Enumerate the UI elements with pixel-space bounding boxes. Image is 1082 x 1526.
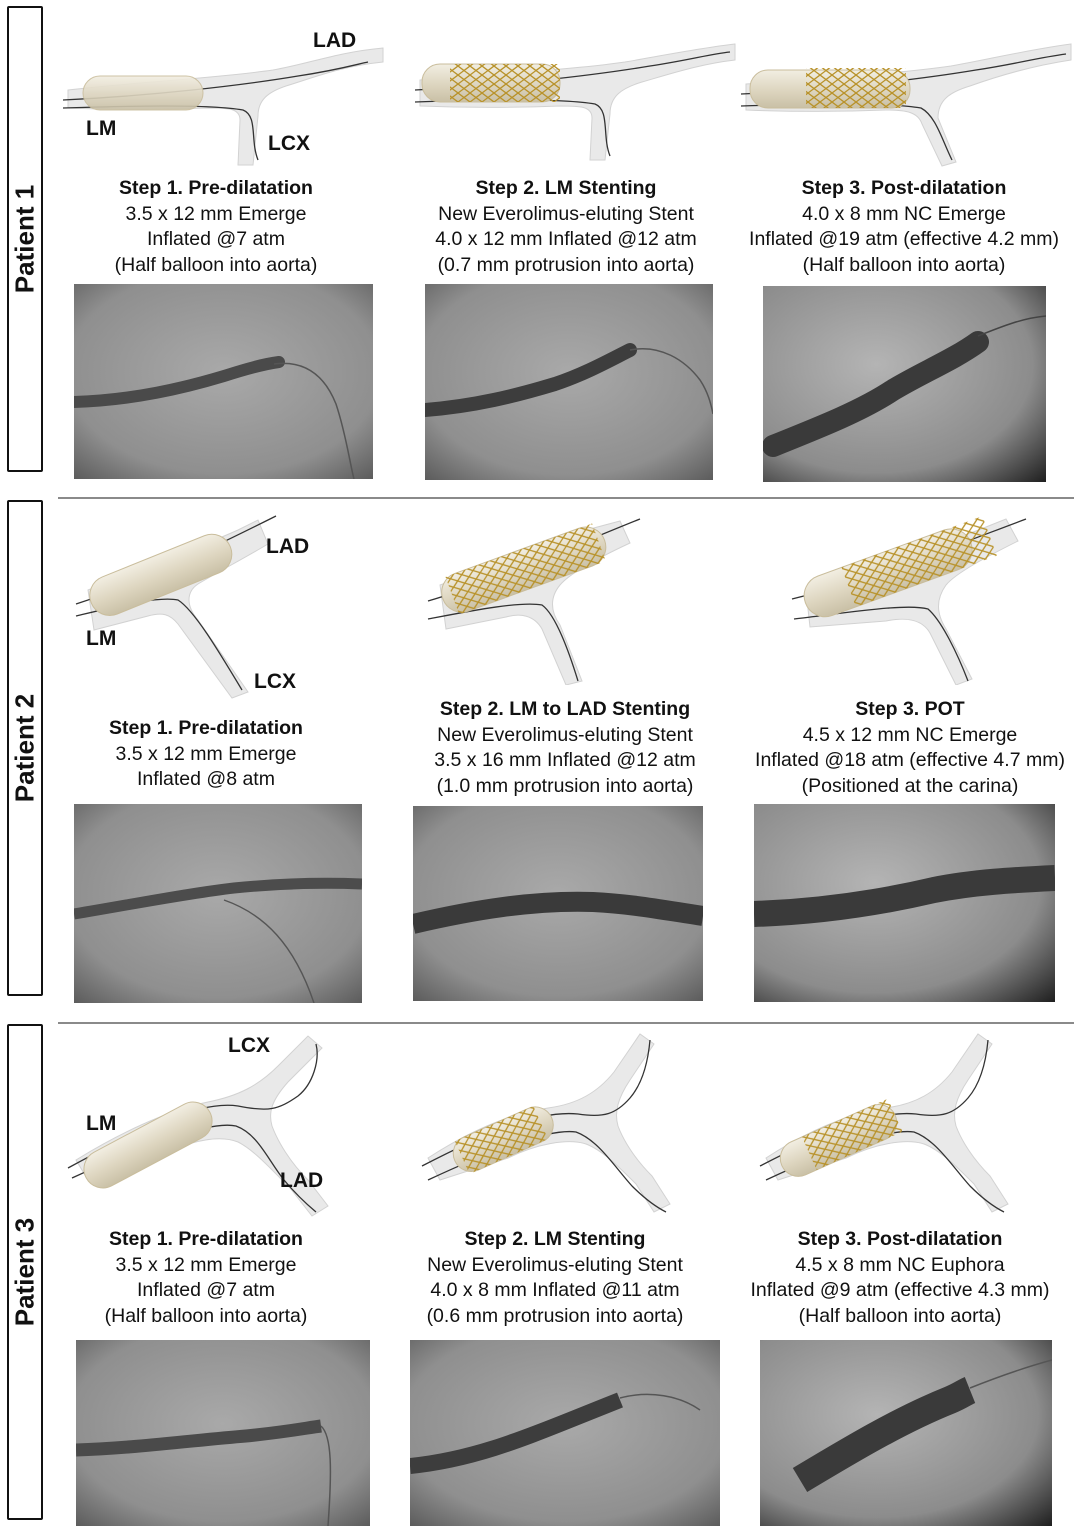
p3-step3-caption: Step 3. Post-dilatation 4.5 x 8 mm NC Eu… (720, 1227, 1080, 1329)
balloon (83, 76, 203, 110)
step-title: Step 3. Post-dilatation (720, 1227, 1080, 1253)
p1-step1-diagram: LAD LM LCX (58, 20, 388, 180)
stent (450, 64, 560, 102)
step-title: Step 1. Pre-dilatation (36, 176, 396, 202)
step-line: (1.0 mm protrusion into aorta) (385, 774, 745, 800)
step-line: 4.5 x 12 mm NC Emerge (730, 723, 1082, 749)
step-line: 3.5 x 12 mm Emerge (26, 1253, 386, 1279)
step-title: Step 2. LM Stenting (375, 1227, 735, 1253)
p3-step2-caption: Step 2. LM Stenting New Everolimus-eluti… (375, 1227, 735, 1329)
p1-step1-caption: Step 1. Pre-dilatation 3.5 x 12 mm Emerg… (36, 176, 396, 278)
section-divider (58, 497, 1074, 499)
p2-step2-angiogram (413, 806, 703, 1001)
step-title: Step 2. LM to LAD Stenting (385, 697, 745, 723)
lcx-label: LCX (228, 1034, 270, 1057)
step-line: Inflated @18 atm (effective 4.7 mm) (730, 748, 1082, 774)
section-divider (58, 1022, 1074, 1024)
lm-label: LM (86, 627, 116, 650)
step-line: (Half balloon into aorta) (720, 1304, 1080, 1330)
p1-step2-angiogram (425, 284, 713, 480)
p2-step3-diagram (786, 505, 1046, 685)
step-title: Step 2. LM Stenting (386, 176, 746, 202)
lad-label: LAD (280, 1169, 323, 1192)
step-line: Inflated @7 atm (36, 227, 396, 253)
lm-label: LM (86, 1112, 116, 1135)
step-line: (Half balloon into aorta) (724, 253, 1082, 279)
step-line: New Everolimus-eluting Stent (385, 723, 745, 749)
p3-step1-angiogram (76, 1340, 370, 1526)
step-line: Inflated @8 atm (26, 767, 386, 793)
p2-step2-caption: Step 2. LM to LAD Stenting New Everolimu… (385, 697, 745, 799)
p1-step3-diagram (736, 30, 1076, 180)
p1-step2-diagram (410, 30, 740, 180)
p3-step2-angiogram (410, 1340, 720, 1526)
step-title: Step 3. Post-dilatation (724, 176, 1082, 202)
p3-step1-diagram: LCX LM LAD (58, 1030, 358, 1220)
step-line: Inflated @7 atm (26, 1278, 386, 1304)
guidewire (415, 100, 610, 156)
step-line: Inflated @19 atm (effective 4.2 mm) (724, 227, 1082, 253)
step-line: 3.5 x 16 mm Inflated @12 atm (385, 748, 745, 774)
step-title: Step 1. Pre-dilatation (26, 716, 386, 742)
p2-step1-angiogram (74, 804, 362, 1003)
step-line: 4.0 x 8 mm NC Emerge (724, 202, 1082, 228)
p3-step3-angiogram (760, 1340, 1052, 1526)
stent (806, 68, 906, 108)
step-line: 4.0 x 12 mm Inflated @12 atm (386, 227, 746, 253)
step-line: 3.5 x 12 mm Emerge (26, 742, 386, 768)
stent (802, 1099, 903, 1170)
step-line: Inflated @9 atm (effective 4.3 mm) (720, 1278, 1080, 1304)
step-line: 4.5 x 8 mm NC Euphora (720, 1253, 1080, 1279)
step-line: (0.6 mm protrusion into aorta) (375, 1304, 735, 1330)
step-line: 3.5 x 12 mm Emerge (36, 202, 396, 228)
p2-step3-angiogram (754, 804, 1055, 1002)
lad-label: LAD (266, 535, 309, 558)
p1-step1-angiogram (74, 284, 373, 479)
lad-label: LAD (313, 29, 356, 52)
lm-label: LM (86, 117, 116, 140)
lcx-label: LCX (268, 132, 310, 155)
p1-step3-angiogram (763, 286, 1046, 482)
step-line: (Half balloon into aorta) (26, 1304, 386, 1330)
p1-step2-caption: Step 2. LM Stenting New Everolimus-eluti… (386, 176, 746, 278)
p2-step3-caption: Step 3. POT 4.5 x 12 mm NC Emerge Inflat… (730, 697, 1082, 799)
step-title: Step 1. Pre-dilatation (26, 1227, 386, 1253)
step-line: New Everolimus-eluting Stent (375, 1253, 735, 1279)
p3-step1-caption: Step 1. Pre-dilatation 3.5 x 12 mm Emerg… (26, 1227, 386, 1329)
balloon (77, 1095, 218, 1194)
stent (455, 1106, 548, 1174)
p2-step1-caption: Step 1. Pre-dilatation 3.5 x 12 mm Emerg… (26, 716, 386, 793)
step-line: New Everolimus-eluting Stent (386, 202, 746, 228)
step-line: 4.0 x 8 mm Inflated @11 atm (375, 1278, 735, 1304)
p3-step2-diagram (418, 1028, 678, 1218)
p3-step3-diagram (756, 1028, 1026, 1218)
lcx-label: LCX (254, 670, 296, 693)
step-line: (Half balloon into aorta) (36, 253, 396, 279)
p1-step3-caption: Step 3. Post-dilatation 4.0 x 8 mm NC Em… (724, 176, 1082, 278)
step-line: (Positioned at the carina) (730, 774, 1082, 800)
step-line: (0.7 mm protrusion into aorta) (386, 253, 746, 279)
step-title: Step 3. POT (730, 697, 1082, 723)
p2-step2-diagram (410, 505, 670, 685)
p2-step1-diagram: LAD LM LCX (58, 500, 388, 700)
